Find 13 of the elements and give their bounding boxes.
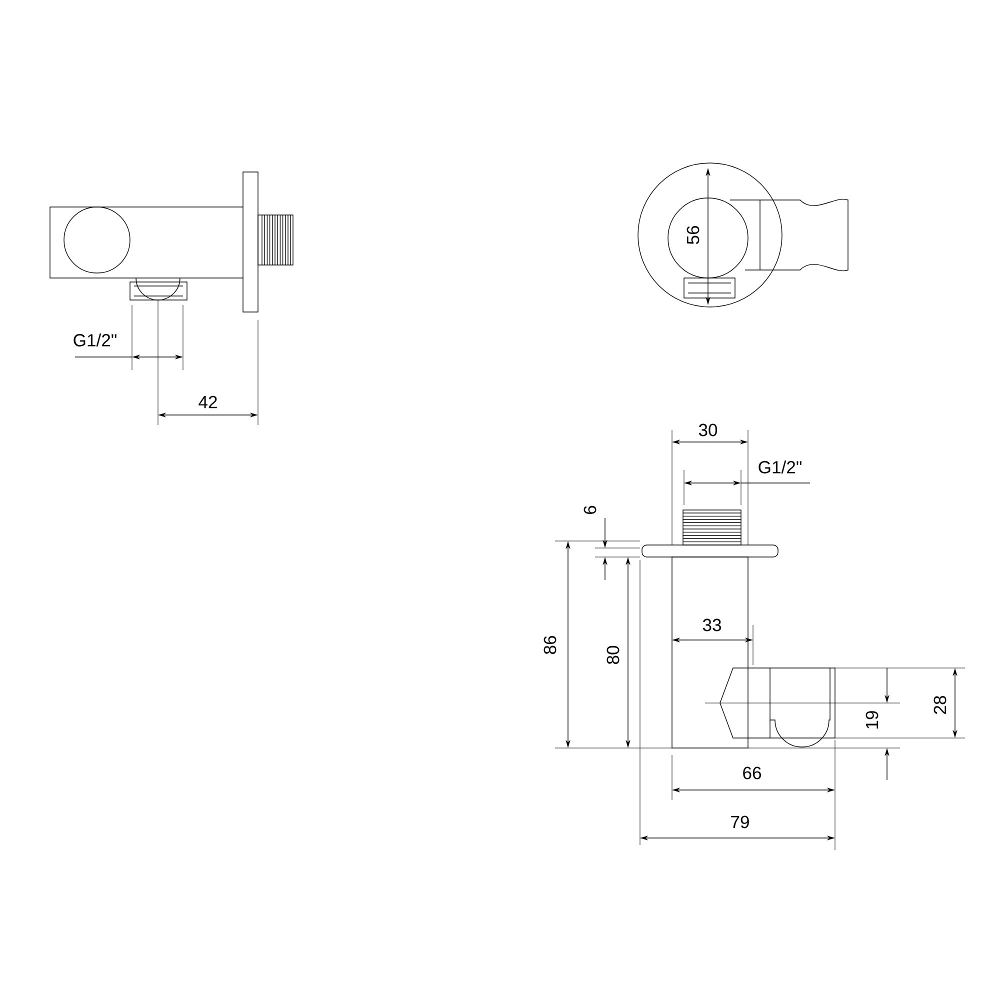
dimension-label: 6 bbox=[584, 506, 596, 514]
dimension-label: 66 bbox=[743, 766, 761, 780]
dimension-label: 19 bbox=[866, 711, 878, 728]
dimension-label: G1/2" bbox=[758, 460, 802, 474]
dimension-label: 86 bbox=[544, 636, 556, 654]
dimension-label: 30 bbox=[698, 424, 718, 436]
dimension-label: 80 bbox=[606, 646, 620, 664]
dimension-label: 28 bbox=[934, 696, 946, 714]
dimension-label: 42 bbox=[198, 396, 217, 408]
dimension-label: 33 bbox=[702, 618, 721, 632]
dimension-label: 56 bbox=[686, 226, 700, 244]
dimension-label: G1/2" bbox=[74, 334, 116, 346]
dimension-label: 79 bbox=[731, 816, 749, 828]
